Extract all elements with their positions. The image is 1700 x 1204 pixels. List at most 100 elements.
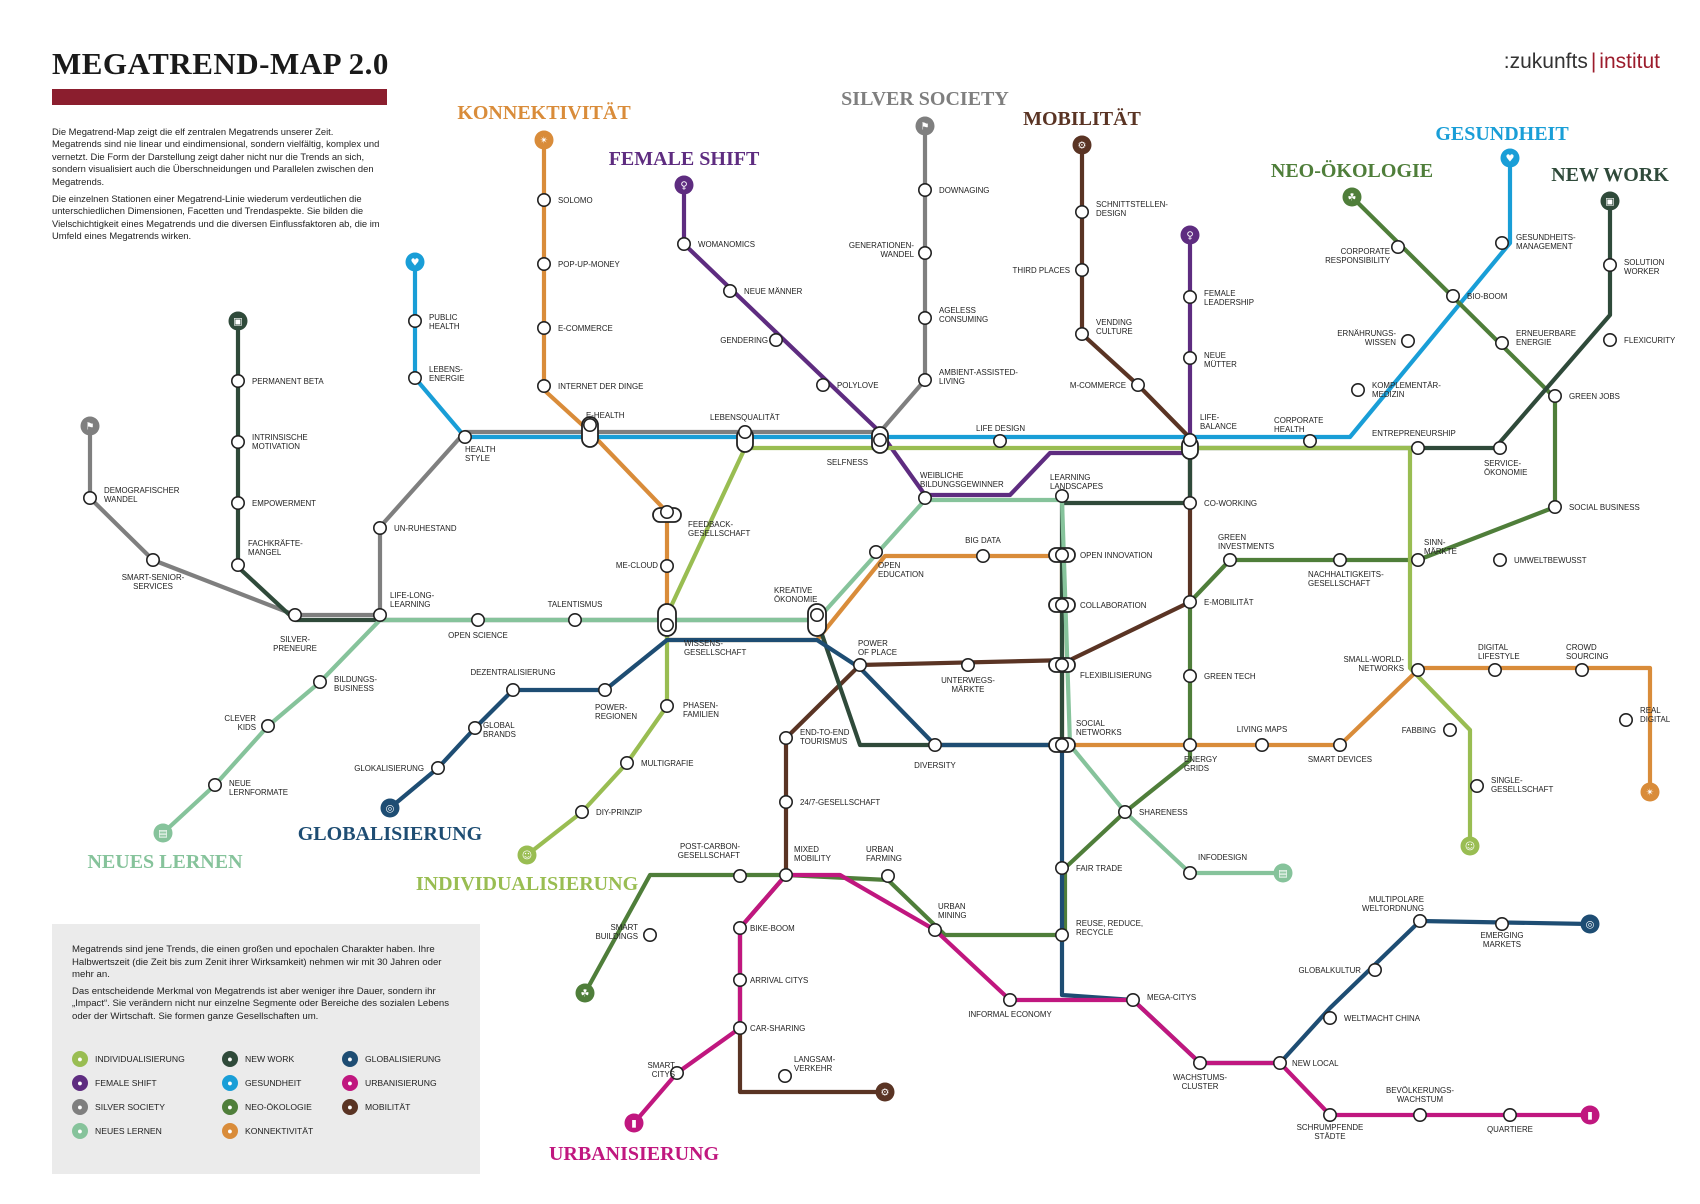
- megatrend-title-urbanisierung: URBANISIERUNG: [549, 1143, 719, 1165]
- label-neue-maenner: NEUE MÄNNER: [744, 287, 803, 296]
- label-multigrafie: MULTIGRAFIE: [641, 759, 693, 768]
- endpoint-glyph: ♀: [680, 181, 687, 192]
- station-informal-economy: [1002, 992, 1017, 1007]
- station-global-brands: [467, 720, 482, 735]
- legend-item-urbanisierung: ●URBANISIERUNG: [342, 1075, 437, 1091]
- station-mixed-mobility: [778, 867, 793, 882]
- station-diy-prinzip: [574, 804, 589, 819]
- label-glokalisierung: GLOKALISIERUNG: [354, 764, 424, 773]
- station-sinn-maerkte: [1411, 552, 1426, 567]
- station-bike-boom: [732, 920, 747, 935]
- globe-icon: ●: [342, 1051, 358, 1067]
- legend-label: MOBILITÄT: [365, 1102, 411, 1112]
- endpoint-glyph: ⚑: [921, 122, 930, 133]
- endpoint-icon-female-shift-7: [1180, 225, 1200, 245]
- station-open-innovation: [1055, 547, 1070, 562]
- station-clever-kids: [260, 718, 275, 733]
- megatrend-title-female-shift: FEMALE SHIFT: [609, 148, 760, 170]
- station-ageless-consuming: [917, 310, 932, 325]
- station-public-health: [407, 313, 422, 328]
- label-permanent-beta: PERMANENT BETA: [252, 377, 324, 386]
- laptop-icon: ●: [222, 1051, 238, 1067]
- station-ambient-assisted-living: [917, 372, 932, 387]
- legend-item-gesundheit: ●GESUNDHEIT: [222, 1075, 301, 1091]
- label-globalkultur: GLOBALKULTUR: [1298, 966, 1361, 975]
- legend-item-silver-society: ●SILVER SOCIETY: [72, 1099, 165, 1115]
- endpoint-icon-neo-oekologie-10: [1342, 187, 1362, 207]
- station-smart-devices: [1333, 737, 1348, 752]
- station-flexicurity: [1603, 332, 1618, 347]
- endpoint-icon-globalisierung-18: [380, 798, 400, 818]
- legend-item-individualisierung: ●INDIVIDUALISIERUNG: [72, 1051, 185, 1067]
- station-big-data: [975, 548, 990, 563]
- station-small-world-networks: [1411, 662, 1426, 677]
- station-polylove: [815, 377, 830, 392]
- label-bio-boom: BIO-BOOM: [1467, 292, 1507, 301]
- endpoint-glyph: ✴: [1646, 788, 1654, 799]
- station-emerging-markets: [1495, 916, 1510, 931]
- station-fair-trade: [1055, 860, 1070, 875]
- woman-icon: ●: [72, 1075, 88, 1091]
- endpoint-icon-mobilitaet-9: [875, 1082, 895, 1102]
- station-green-investments: [1223, 552, 1238, 567]
- station-health-style: [457, 429, 472, 444]
- station-bildungs-business: [312, 674, 327, 689]
- endpoint-icon-silver-society-5: [915, 116, 935, 136]
- label-collaboration: COLLABORATION: [1080, 601, 1147, 610]
- label-flexicurity: FLEXICURITY: [1624, 336, 1676, 345]
- label-car-sharing: CAR-SHARING: [750, 1024, 805, 1033]
- station-smart-buildings: [642, 927, 657, 942]
- station-new-local: [1273, 1056, 1288, 1071]
- endpoint-glyph: ✴: [540, 136, 548, 147]
- station-female-leadership: [1183, 289, 1198, 304]
- info-paragraph-2: Das entscheidende Merkmal von Megatrends…: [72, 985, 450, 1022]
- label-sinn-maerkte: SINN-MÄRKTE: [1424, 538, 1457, 556]
- label-power-regionen: POWER-REGIONEN: [595, 703, 637, 721]
- label-generationen-wandel: GENERATIONEN-WANDEL: [849, 241, 915, 259]
- label-reuse-reduce-recycle: REUSE, REDUCE,RECYCLE: [1076, 919, 1143, 937]
- station-erneuerbare-energie: [1495, 335, 1510, 350]
- station-solomo: [536, 193, 551, 208]
- station-dezentralisierung: [505, 682, 520, 697]
- label-life-design: LIFE DESIGN: [976, 424, 1025, 433]
- station-reuse-reduce-recycle: [1055, 927, 1070, 942]
- station-langsam-verkehr: [777, 1069, 792, 1084]
- station-multipolare-weltordnung: [1413, 913, 1428, 928]
- label-pop-up-money: POP-UP-MONEY: [558, 260, 621, 269]
- legend-label: KONNEKTIVITÄT: [245, 1126, 314, 1136]
- station-wachstums-cluster: [1193, 1056, 1208, 1071]
- station-neue-lernformate: [208, 777, 223, 792]
- station-gesundheits-management: [1495, 236, 1510, 251]
- station-corporate-responsibility: [1391, 240, 1406, 255]
- label-post-carbon-gesellschaft: POST-CARBON-GESELLSCHAFT: [678, 842, 741, 860]
- station-empowerment: [231, 495, 246, 510]
- title-underline-bar: [52, 89, 387, 105]
- label-bike-boom: BIKE-BOOM: [750, 924, 795, 933]
- logo-left: :zukunfts: [1503, 50, 1588, 73]
- endpoint-glyph: ♥: [411, 258, 420, 269]
- legend-item-new-work: ●NEW WORK: [222, 1051, 294, 1067]
- label-selfness: SELFNESS: [827, 458, 868, 467]
- station-learning-landscapes: [1055, 488, 1070, 503]
- zukunftsinstitut-logo: :zukunfts|institut: [1504, 50, 1660, 74]
- label-bildungs-business: BILDUNGS-BUSINESS: [334, 675, 377, 693]
- label-gesundheits-management: GESUNDHEITS-MANAGEMENT: [1516, 233, 1576, 251]
- label-solomo: SOLOMO: [558, 196, 593, 205]
- station-phasen-familien: [659, 698, 674, 713]
- station-fachkraefte-mangel: [231, 557, 246, 572]
- label-fabbing: FABBING: [1402, 726, 1436, 735]
- station-post-carbon-gesellschaft: [732, 868, 747, 883]
- station-internet-der-dinge: [536, 378, 551, 393]
